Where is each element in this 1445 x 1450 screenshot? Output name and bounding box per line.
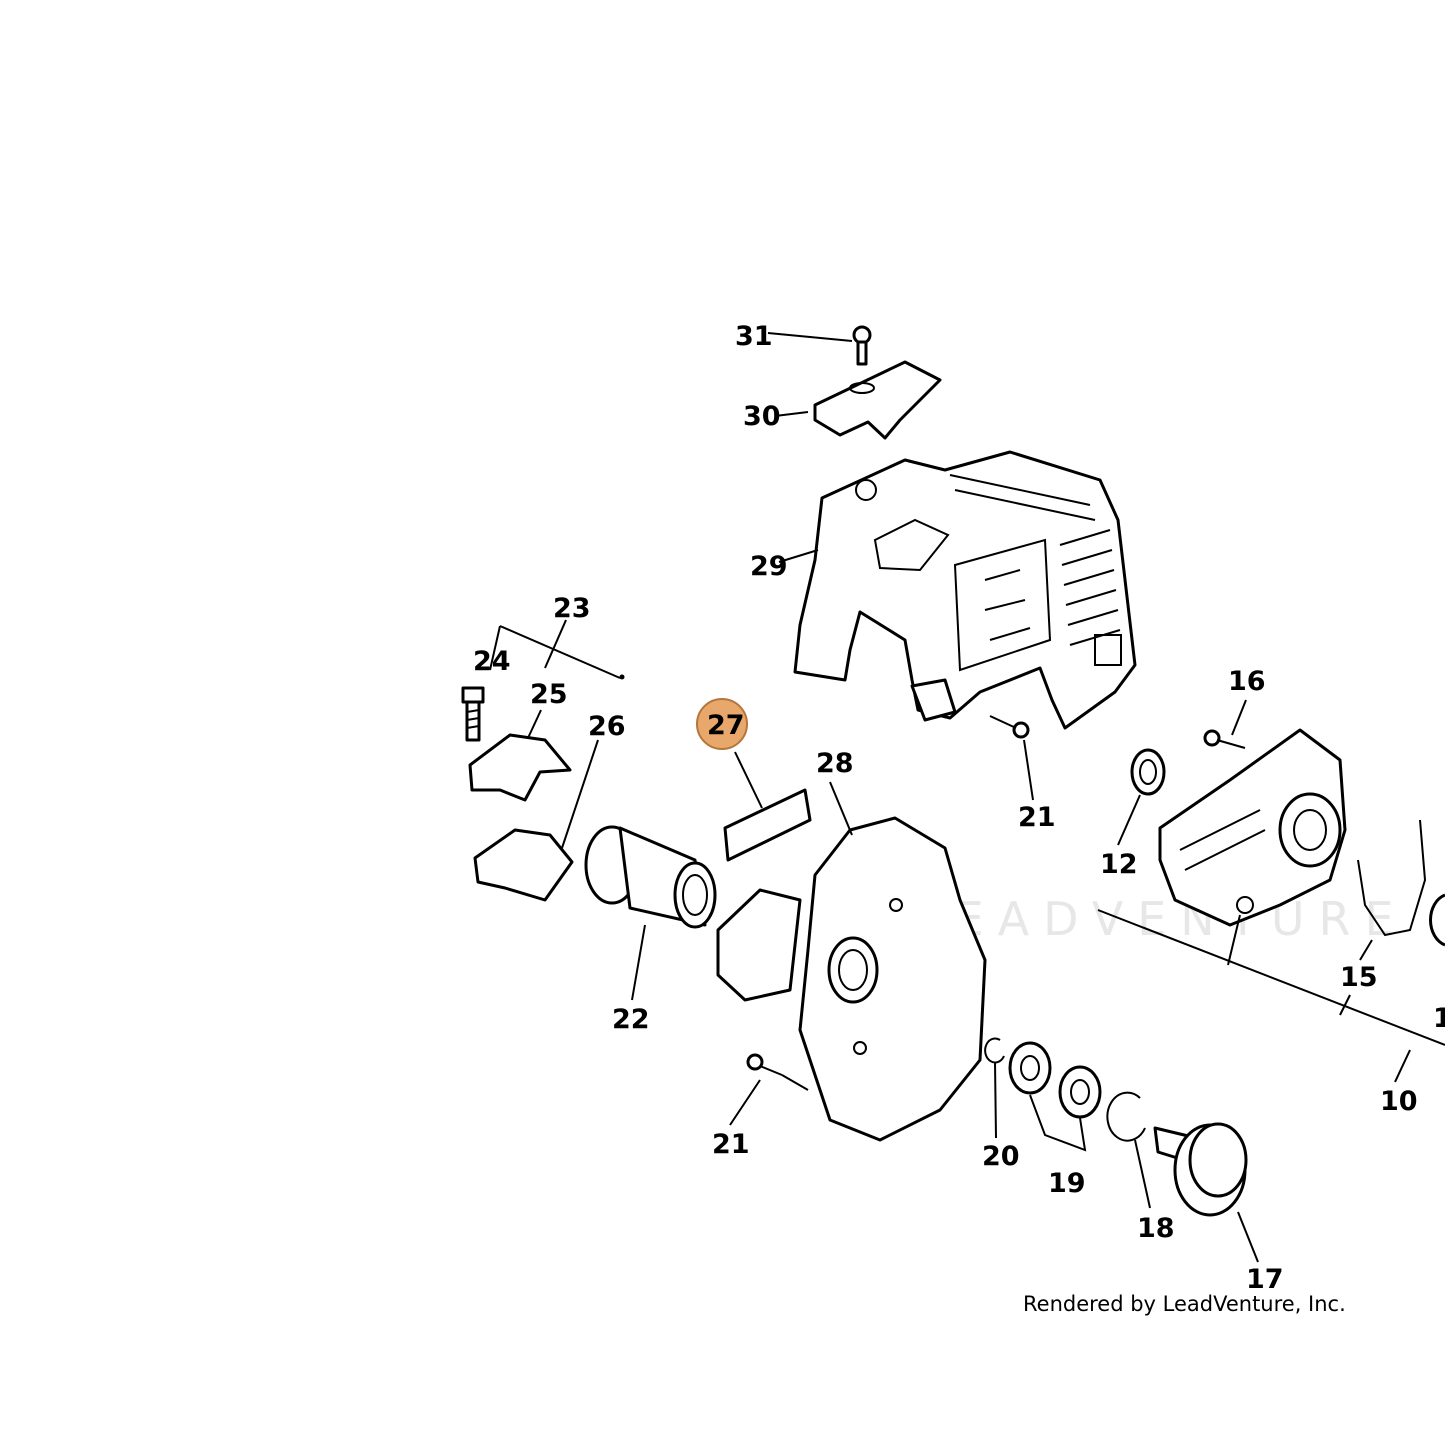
part-25-clamp-upper[interactable] bbox=[468, 709, 572, 802]
part-22-tube[interactable] bbox=[584, 825, 717, 1001]
part-11-partial[interactable] bbox=[1428, 893, 1445, 947]
part-29-engine-cover[interactable] bbox=[778, 450, 1137, 730]
callout-31[interactable]: 31 bbox=[735, 321, 773, 352]
part-10-crankcase[interactable] bbox=[1097, 728, 1445, 1083]
callout-18[interactable]: 18 bbox=[1137, 1213, 1175, 1244]
callout-22[interactable]: 22 bbox=[612, 1004, 650, 1035]
part-17-clutch-drum[interactable] bbox=[1153, 1122, 1259, 1263]
part-21-screw-lower[interactable] bbox=[729, 1053, 809, 1126]
part-31-screw[interactable] bbox=[767, 325, 872, 366]
callout-25[interactable]: 25 bbox=[530, 679, 568, 710]
callout-21-upper[interactable]: 21 bbox=[1018, 802, 1056, 833]
callout-15[interactable]: 15 bbox=[1340, 962, 1378, 993]
callout-23[interactable]: 23 bbox=[553, 593, 591, 624]
part-16-screw[interactable] bbox=[1203, 699, 1247, 749]
part-21-screw-upper[interactable] bbox=[989, 715, 1034, 801]
callout-26[interactable]: 26 bbox=[588, 711, 626, 742]
callout-17[interactable]: 17 bbox=[1246, 1264, 1284, 1295]
rendered-by-credit: Rendered by LeadVenture, Inc. bbox=[1023, 1292, 1346, 1316]
callout-19[interactable]: 19 bbox=[1048, 1168, 1086, 1199]
watermark-text: LEADVENTURE bbox=[915, 892, 1408, 946]
part-27-label[interactable] bbox=[723, 751, 812, 862]
part-28-fan-housing[interactable] bbox=[716, 781, 987, 1142]
part-20-circlip[interactable] bbox=[984, 1037, 1005, 1139]
callout-16[interactable]: 16 bbox=[1228, 666, 1266, 697]
part-12-oil-seal[interactable] bbox=[1117, 748, 1166, 846]
part-30-bracket[interactable] bbox=[774, 360, 942, 440]
callout-10[interactable]: 10 bbox=[1380, 1086, 1418, 1117]
part-26-clamp-lower[interactable] bbox=[473, 739, 599, 902]
callout-30[interactable]: 30 bbox=[743, 401, 781, 432]
part-18-circlip[interactable] bbox=[1106, 1091, 1151, 1209]
part-15-gasket[interactable] bbox=[1357, 819, 1427, 961]
part-19-bearings[interactable] bbox=[1008, 1041, 1102, 1152]
callout-11-partial[interactable]: 1 bbox=[1433, 1003, 1445, 1034]
part-23-group-bracket bbox=[489, 619, 625, 680]
callout-28[interactable]: 28 bbox=[816, 748, 854, 779]
callout-12[interactable]: 12 bbox=[1100, 849, 1138, 880]
callout-24[interactable]: 24 bbox=[473, 646, 511, 677]
callout-29[interactable]: 29 bbox=[750, 551, 788, 582]
callout-21-lower[interactable]: 21 bbox=[712, 1129, 750, 1160]
callout-27[interactable]: 27 bbox=[707, 710, 745, 741]
part-24-bolt[interactable] bbox=[461, 686, 485, 742]
callout-27-highlight bbox=[696, 698, 748, 750]
callout-20[interactable]: 20 bbox=[982, 1141, 1020, 1172]
